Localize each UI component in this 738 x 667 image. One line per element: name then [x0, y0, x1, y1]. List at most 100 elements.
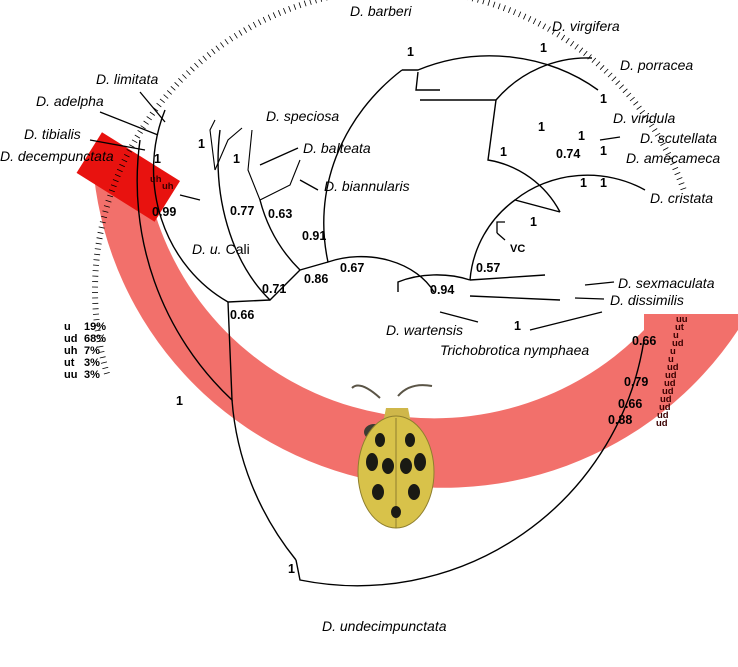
support-057: 0.57 [476, 261, 500, 275]
label-virgifera: D. virgifera [552, 18, 620, 34]
tip-tick [102, 367, 108, 369]
support-speciosa: 1 [233, 152, 240, 166]
tip-tick [230, 36, 233, 41]
support-066-left: 0.66 [230, 308, 254, 322]
tip-tick [584, 51, 588, 56]
tip-tick [579, 48, 583, 53]
label-viridula: D. viridula [613, 110, 675, 126]
support-tibialis: 1 [154, 152, 161, 166]
tip-tick [132, 140, 137, 143]
tip-tick [186, 71, 190, 75]
support-074: 0.74 [556, 147, 580, 161]
tip-tick [612, 77, 616, 81]
label-porracea: D. porracea [620, 57, 693, 73]
tip-tick [278, 10, 280, 16]
tip-tick [320, 0, 322, 2]
tip-tick [604, 69, 608, 73]
support-077: 0.77 [230, 204, 254, 218]
tip-tick [478, 0, 480, 3]
tip-tick [138, 130, 143, 133]
tip-tick [523, 14, 526, 19]
tip-tick [503, 5, 505, 11]
support-vc: 1 [530, 215, 537, 229]
tip-tick [160, 99, 165, 103]
label-wartensis: D. wartensis [386, 322, 463, 338]
tip-tick [100, 357, 106, 358]
support-trich: 1 [514, 319, 521, 333]
support-066-right: 0.66 [632, 334, 656, 348]
tip-tick [244, 28, 247, 33]
tip-tick [493, 2, 495, 8]
haplotype-tip-label: uh [150, 174, 162, 185]
tip-tick [630, 97, 635, 101]
tip-tick [207, 52, 211, 57]
haplotype-code: ut [64, 357, 75, 369]
label-barberi: D. barberi [350, 3, 412, 19]
haplotype-code: uh [64, 345, 78, 357]
tip-tick [144, 121, 149, 124]
support-099: 0.99 [152, 205, 176, 219]
tip-tick [294, 4, 296, 10]
tip-tick [273, 12, 276, 18]
tip-tick [96, 243, 102, 244]
tip-tick [167, 90, 172, 94]
tip-tick [304, 1, 306, 7]
label-adelpha: D. adelpha [36, 93, 104, 109]
tip-tick [182, 74, 186, 78]
tip-tick [164, 95, 169, 99]
support-mid-right: 1 [500, 145, 507, 159]
haplotype-code: ud [64, 333, 77, 345]
tip-tick [566, 38, 569, 43]
taxon-labels: D. barberi D. virgifera D. porracea D. l… [0, 3, 720, 634]
tip-tick [326, 0, 327, 1]
tip-tick [101, 362, 107, 364]
haplotype-percent: 7% [84, 345, 100, 357]
tip-tick [248, 25, 251, 30]
tip-tick [94, 260, 100, 261]
tip-tick [268, 15, 271, 21]
label-balteata: D. balteata [303, 140, 371, 156]
support-scutellata: 1 [600, 144, 607, 158]
beetle-illustration [352, 385, 434, 528]
label-cristata: D. cristata [650, 190, 713, 206]
tip-tick [104, 372, 110, 374]
haplotype-percent: 68% [84, 333, 106, 345]
tip-tick [258, 20, 261, 25]
support-066-right2: 0.66 [618, 397, 642, 411]
support-071: 0.71 [262, 282, 286, 296]
haplotype-percent: 19% [84, 321, 106, 333]
haplotype-percent: 3% [84, 357, 100, 369]
tip-tick [575, 44, 579, 49]
tip-tick [528, 16, 531, 21]
support-086: 0.86 [304, 272, 328, 286]
vc-marker: VC [497, 222, 525, 255]
tip-tick [203, 56, 207, 61]
tip-tick [498, 4, 500, 10]
tip-tick [93, 265, 99, 266]
tip-tick [135, 135, 140, 138]
tip-tick [679, 183, 685, 185]
haplotype-code: uu [64, 369, 77, 381]
tip-tick [533, 19, 536, 24]
support-limitata: 1 [198, 137, 205, 151]
haplotype-table: u 19% ud 68% uh 7% ut 3% uu 3% [64, 321, 106, 381]
label-amecameca: D. amecameca [626, 150, 720, 166]
haplotype-code: u [64, 321, 71, 333]
tip-tick [94, 254, 100, 255]
tip-tick [98, 232, 104, 233]
tip-tick [171, 86, 176, 90]
vc-label: VC [510, 243, 525, 255]
haplotype-percent: 3% [84, 369, 100, 381]
tip-tick [157, 103, 162, 107]
support-bottom-1: 1 [288, 562, 295, 576]
tip-tick [190, 67, 194, 71]
label-sexmaculata: D. sexmaculata [618, 275, 715, 291]
tip-tick [93, 314, 99, 315]
tip-tick [637, 106, 642, 110]
tip-tick [596, 62, 600, 67]
tip-tick [194, 63, 198, 67]
tip-tick [283, 8, 285, 14]
tip-tick [623, 89, 628, 93]
tip-tick [483, 0, 485, 4]
